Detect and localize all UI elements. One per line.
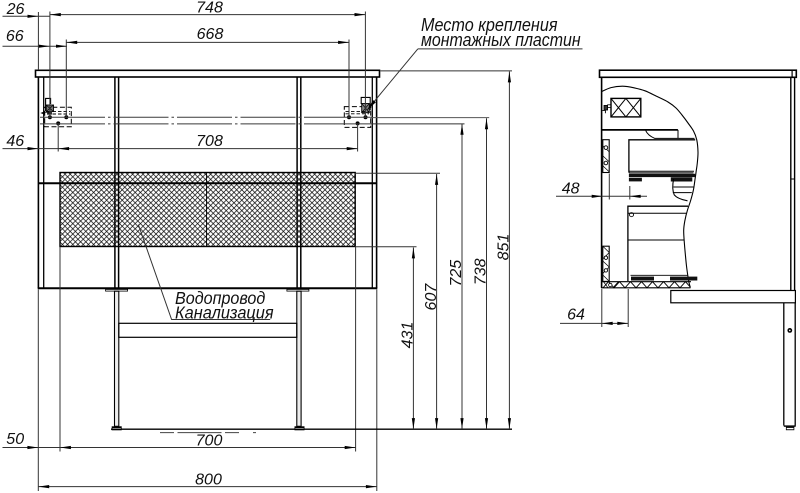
svg-text:851: 851	[496, 234, 513, 261]
svg-text:607: 607	[423, 283, 440, 311]
svg-text:Место крепления: Место крепления	[421, 14, 558, 35]
svg-text:монтажных пластин: монтажных пластин	[421, 29, 581, 50]
svg-text:748: 748	[196, 0, 223, 16]
svg-text:Канализация: Канализация	[175, 302, 274, 322]
svg-text:800: 800	[195, 471, 222, 488]
svg-text:26: 26	[6, 1, 25, 18]
svg-text:431: 431	[399, 322, 416, 349]
svg-text:48: 48	[562, 180, 580, 197]
svg-text:46: 46	[6, 133, 24, 150]
svg-text:668: 668	[197, 26, 224, 43]
svg-text:738: 738	[473, 258, 490, 285]
svg-text:64: 64	[567, 306, 585, 323]
svg-text:66: 66	[6, 28, 24, 45]
svg-text:725: 725	[448, 260, 465, 287]
svg-text:Водопровод: Водопровод	[175, 288, 265, 308]
svg-text:50: 50	[6, 431, 24, 448]
svg-text:700: 700	[196, 432, 223, 449]
svg-text:708: 708	[196, 133, 223, 150]
